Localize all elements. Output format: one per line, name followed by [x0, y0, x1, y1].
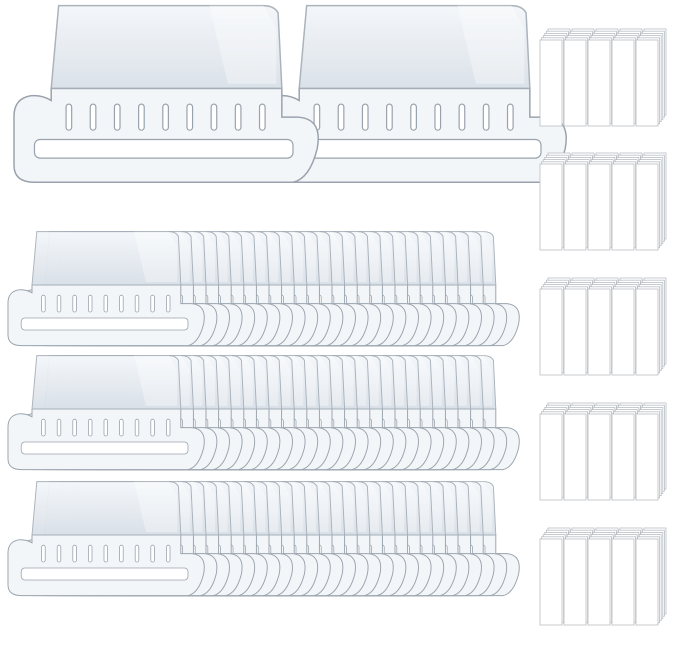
paper-insert	[539, 39, 563, 127]
paper-insert	[539, 288, 563, 376]
stacked-tab-row1-1	[7, 231, 205, 347]
paper-insert	[587, 538, 611, 626]
stacked-tab-row2-1	[7, 355, 205, 471]
paper-insert	[611, 163, 635, 251]
paper-insert	[635, 538, 659, 626]
stacked-tab-row3-1	[7, 481, 205, 597]
paper-insert	[587, 39, 611, 127]
paper-insert	[611, 413, 635, 501]
paper-insert	[539, 413, 563, 501]
paper-insert	[587, 413, 611, 501]
paper-insert	[611, 538, 635, 626]
paper-insert	[563, 288, 587, 376]
paper-insert	[587, 288, 611, 376]
insert-stack-1	[539, 28, 667, 127]
insert-stack-5	[539, 527, 667, 626]
paper-insert	[539, 538, 563, 626]
insert-stack-4	[539, 402, 667, 501]
inserts-layer	[539, 28, 667, 626]
paper-insert	[635, 39, 659, 127]
large-tab-1	[13, 4, 319, 184]
insert-stack-3	[539, 277, 667, 376]
paper-insert	[635, 413, 659, 501]
paper-insert	[611, 288, 635, 376]
paper-insert	[539, 163, 563, 251]
paper-insert	[563, 538, 587, 626]
paper-insert	[563, 413, 587, 501]
insert-stack-2	[539, 152, 667, 251]
paper-insert	[563, 163, 587, 251]
paper-insert	[635, 288, 659, 376]
paper-insert	[587, 163, 611, 251]
paper-insert	[635, 163, 659, 251]
tabs-layer	[7, 4, 567, 597]
paper-insert	[563, 39, 587, 127]
paper-insert	[611, 39, 635, 127]
